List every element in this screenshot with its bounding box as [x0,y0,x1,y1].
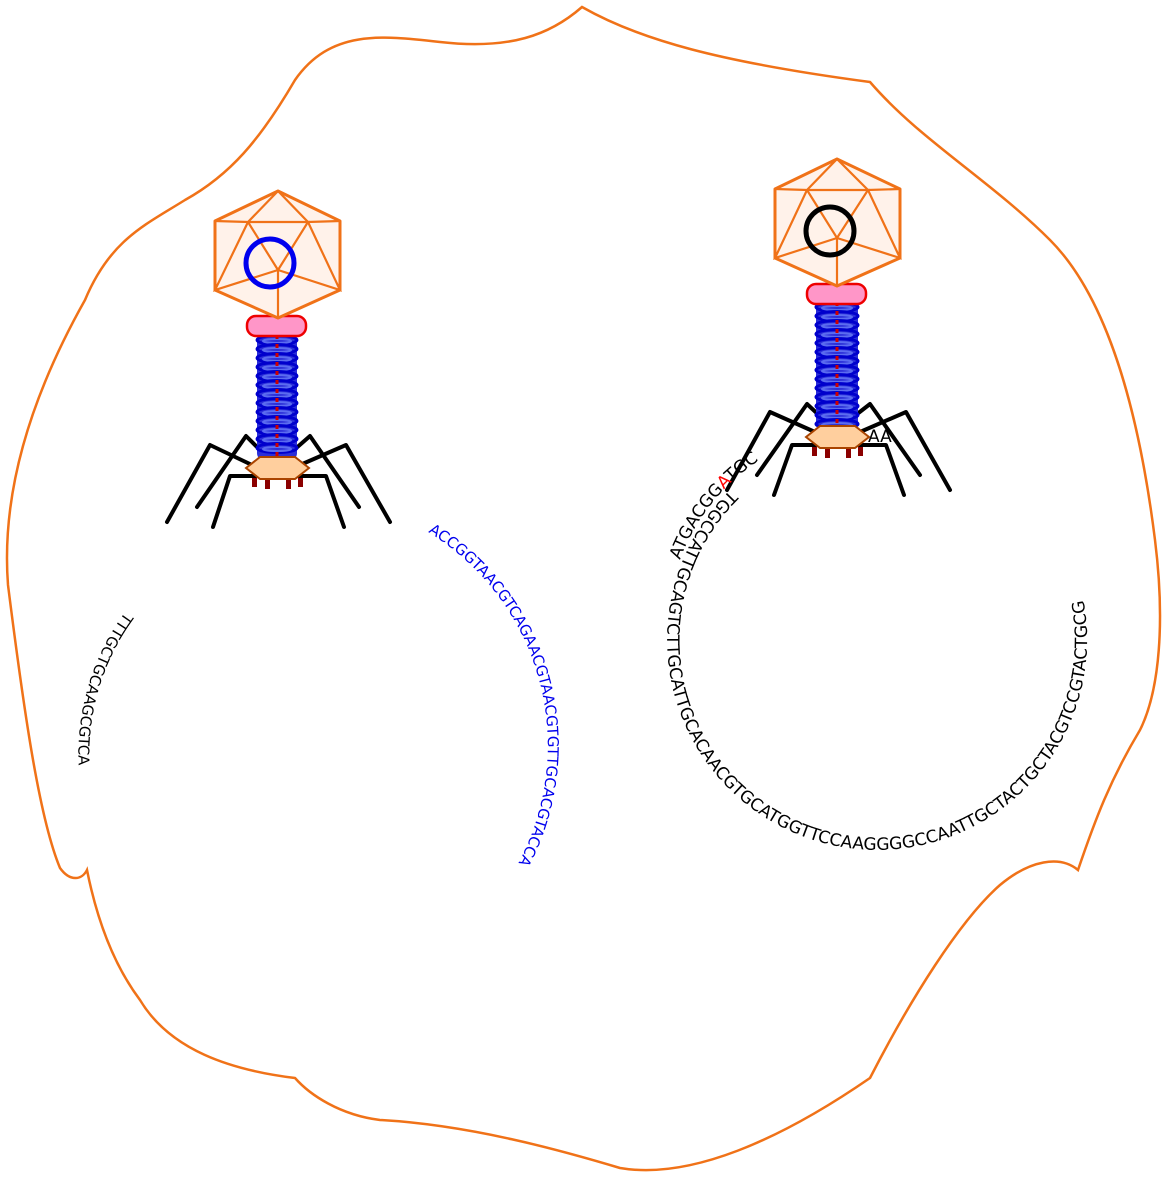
phage-left-capsid [215,191,340,318]
right-seq-arc: TGGCCATTGCAGTCTTGCATTGCACAACGTGCATGGTTCC… [662,486,1092,855]
phage-left-tail-sheath [257,333,297,461]
right-seq-top-mid: AA [868,427,892,447]
phage-right-capsid [775,159,900,286]
phage-left-baseplate [246,457,309,479]
left-seq-left-arc: TTTGCTGCAAGCGTCA [74,609,137,766]
phage-right-tail-sheath [816,300,858,430]
phage-right [727,159,950,495]
cell-outline [7,7,1160,1170]
phage-right-baseplate [806,426,869,448]
phage-left [167,191,390,527]
right-seq-top-left: ATGACGGATGC [666,448,762,562]
phage-left-collar [247,316,306,336]
